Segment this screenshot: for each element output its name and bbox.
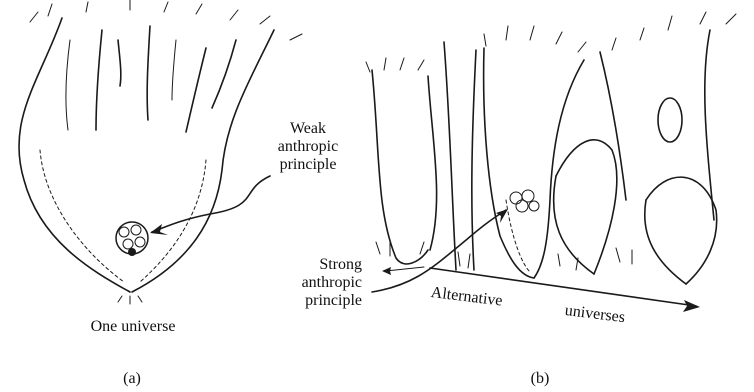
observers-cluster (116, 222, 148, 256)
strong-annotation-line-3: principle (282, 292, 362, 310)
weak-annotation-line-2: anthropic (262, 138, 354, 156)
panel-a-universe-drawing (19, 0, 302, 304)
weak-annotation-line-3: principle (262, 156, 354, 174)
one-universe-caption: One universe (78, 318, 188, 336)
panel-b-universes-drawing (366, 12, 736, 312)
strong-annotation-line-2: anthropic (282, 274, 362, 292)
weak-annotation-line-1: Weak (262, 120, 354, 138)
strong-anthropic-annotation: Strong anthropic principle (282, 256, 362, 310)
panel-b-label: (b) (520, 370, 560, 388)
strong-annotation-line-1: Strong (282, 256, 362, 274)
observers-cluster-b (510, 190, 539, 212)
weak-anthropic-annotation: Weak anthropic principle (262, 120, 354, 174)
panel-a-label: (a) (112, 370, 152, 388)
